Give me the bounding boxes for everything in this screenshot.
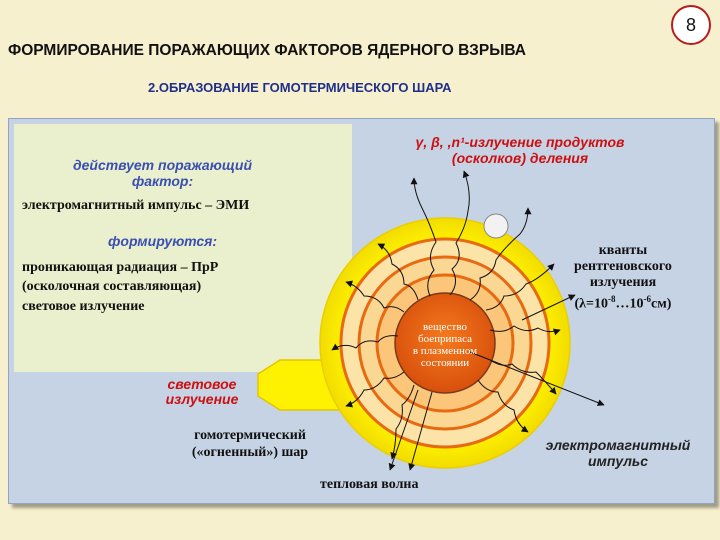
acting-factor-heading-line2: фактор: bbox=[131, 173, 194, 189]
xray-wavelength-suffix: см) bbox=[651, 296, 672, 312]
light-emission-line1: световое bbox=[167, 376, 237, 392]
fission-fragment-particle bbox=[483, 213, 509, 239]
xray-exponent-2: -6 bbox=[643, 294, 652, 304]
page-subtitle: 2.ОБРАЗОВАНИЕ ГОМОТЕРМИЧЕСКОГО ШАРА bbox=[148, 80, 452, 95]
heat-wave-arrow bbox=[388, 389, 419, 471]
radiation-arrow bbox=[485, 263, 555, 311]
penetrating-radiation-line1: проникающая радиация – ПрР bbox=[22, 260, 219, 275]
xray-exponent-1: -8 bbox=[608, 294, 616, 304]
radiation-arrow bbox=[489, 325, 561, 336]
info-box bbox=[14, 124, 352, 372]
radiation-arrow bbox=[345, 280, 405, 313]
fireball-line2: («огненный») шар bbox=[191, 445, 309, 460]
fission-products-label: γ, β, ,n¹-излучение продуктов (осколков)… bbox=[380, 134, 660, 166]
fireball-label: гомотермический («огненный») шар bbox=[160, 427, 340, 461]
xray-line1: кванты bbox=[598, 243, 648, 258]
penetrating-radiation-text: проникающая радиация – ПрР (осколочная с… bbox=[22, 258, 218, 296]
core-line4: состоянии bbox=[420, 357, 470, 369]
xray-wavelength-mid: …10 bbox=[615, 296, 644, 312]
light-emission-label: световое излучение bbox=[142, 377, 262, 407]
thermal-wave-label: тепловая волна bbox=[320, 477, 419, 492]
radiation-arrow bbox=[377, 243, 419, 301]
acting-factor-heading-line1: действует поражающий bbox=[72, 157, 253, 173]
xray-wavelength-prefix: (λ=10 bbox=[574, 296, 609, 312]
emp-line2: импульс bbox=[587, 453, 649, 469]
slide-number-badge: 8 bbox=[671, 5, 711, 45]
radiation-arrow bbox=[477, 379, 529, 433]
xray-wavelength: (λ=10-8…10-6см) bbox=[548, 291, 698, 313]
radiation-arrow bbox=[469, 207, 532, 301]
xray-line2: рентгеновского bbox=[574, 259, 672, 274]
radiation-arrow bbox=[390, 384, 415, 460]
radiation-arrow bbox=[449, 170, 470, 296]
heat-wave-arrow bbox=[408, 391, 433, 471]
forming-heading: формируются: bbox=[108, 233, 218, 249]
radiation-arrow bbox=[331, 335, 399, 351]
radiation-arrow bbox=[410, 177, 437, 297]
core-line2: боеприпаса bbox=[417, 333, 473, 345]
xray-quanta-label: кванты рентгеновского излучения (λ=10-8…… bbox=[548, 243, 698, 313]
page-title: ФОРМИРОВАНИЕ ПОРАЖАЮЩИХ ФАКТОРОВ ЯДЕРНОГ… bbox=[8, 42, 526, 59]
emp-line1: электромагнитный bbox=[545, 437, 691, 453]
xray-line3: излучения bbox=[589, 275, 657, 290]
acting-factor-heading: действует поражающий фактор: bbox=[40, 157, 285, 189]
fission-products-line1: γ, β, ,n¹-излучение продуктов bbox=[415, 134, 625, 150]
xray-arrow bbox=[521, 294, 576, 321]
light-emission-line2: излучение bbox=[165, 391, 239, 407]
fission-products-line2: (осколков) деления bbox=[451, 150, 589, 166]
emp-arrow bbox=[469, 351, 605, 406]
light-radiation-text: световое излучение bbox=[22, 299, 145, 314]
slide-number: 8 bbox=[685, 14, 696, 35]
plasma-core bbox=[394, 292, 496, 394]
emp-factor-text: электромагнитный импульс – ЭМИ bbox=[22, 198, 250, 213]
plasma-core-label: вещество боеприпаса в плазменном состоян… bbox=[395, 321, 495, 369]
core-line3: в плазменном bbox=[412, 345, 478, 357]
penetrating-radiation-line2: (осколочная составляющая) bbox=[22, 279, 202, 294]
core-line1: вещество bbox=[423, 321, 467, 333]
fireball-line1: гомотермический bbox=[194, 428, 306, 443]
radiation-arrow bbox=[345, 371, 405, 408]
emp-label: электромагнитный импульс bbox=[520, 437, 716, 469]
